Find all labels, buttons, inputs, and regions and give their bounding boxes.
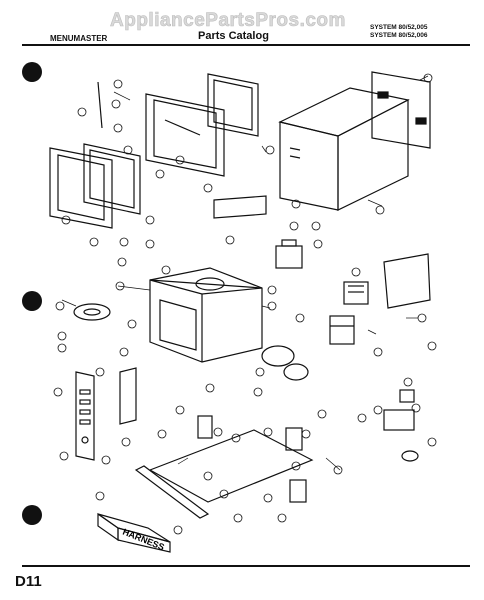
transformer xyxy=(329,315,355,345)
base-plate xyxy=(148,415,314,503)
control-bracket xyxy=(119,195,267,425)
system-number-1: SYSTEM 80/52,005 xyxy=(370,24,428,31)
wire-harness xyxy=(97,512,171,553)
magnetron xyxy=(343,281,369,305)
back-panel xyxy=(371,71,431,149)
binder-hole-bottom xyxy=(22,505,42,525)
brand-name: MENUMASTER xyxy=(50,34,108,43)
header-rule xyxy=(22,44,470,46)
waveguide xyxy=(383,253,431,309)
oven-cavity xyxy=(149,267,263,363)
callout-balloons xyxy=(53,73,437,535)
control-panel xyxy=(75,371,95,461)
catalog-title: Parts Catalog xyxy=(198,30,269,42)
harness-label: HARNESS xyxy=(121,527,166,553)
seal-strip xyxy=(134,465,210,519)
outer-cabinet xyxy=(278,87,410,211)
door-pin xyxy=(97,81,103,129)
outer-door xyxy=(49,143,141,229)
stirrer-assembly xyxy=(73,303,111,321)
system-number-2: SYSTEM 80/52,006 xyxy=(370,32,428,39)
footer-rule xyxy=(22,565,470,567)
capacitor xyxy=(275,239,303,269)
page-id: D11 xyxy=(15,573,42,590)
binder-hole-middle xyxy=(22,291,42,311)
interlock-switches xyxy=(383,389,419,462)
inner-door-assembly xyxy=(145,93,225,177)
callout-leaders xyxy=(61,75,429,471)
watermark: AppliancePartsPros.com xyxy=(110,10,346,32)
fan-motor xyxy=(261,345,309,381)
binder-hole-top xyxy=(22,62,42,82)
